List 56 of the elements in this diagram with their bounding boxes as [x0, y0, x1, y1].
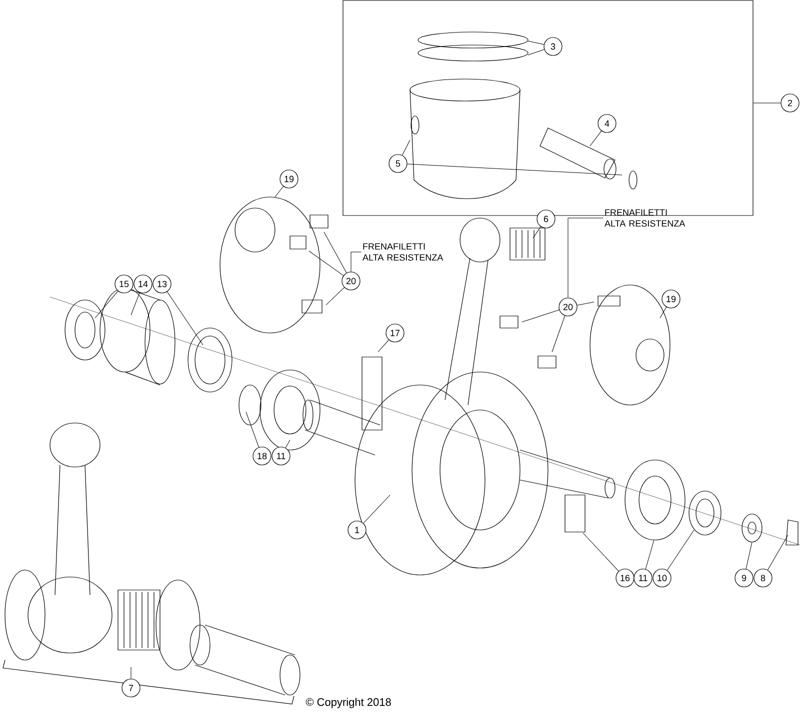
leader-line: [246, 412, 260, 448]
callout-number: 11: [634, 568, 652, 588]
callout-number: 17: [386, 324, 404, 342]
leader-line: [753, 102, 781, 104]
callout-number: 19: [280, 170, 298, 188]
leader-line: [407, 164, 622, 176]
note-text: FRENAFILETTI ALTA RESISTENZA: [604, 209, 686, 227]
leader-line: [645, 540, 654, 570]
callout-number: 9: [734, 568, 754, 588]
copyright-note: © Copyright 2018: [306, 698, 391, 708]
callout-number: 8: [754, 568, 772, 588]
leader-line: [522, 310, 560, 322]
callout-number: 14: [134, 274, 152, 294]
leader-line: [350, 252, 362, 272]
callout-number: 16: [616, 568, 634, 588]
leader-line: [590, 130, 602, 146]
leader-line: [666, 530, 694, 571]
leader-line: [166, 291, 204, 346]
leader-line: [660, 306, 667, 318]
leader-line: [576, 302, 594, 306]
leader-line: [274, 186, 284, 198]
callout-number: 19: [662, 290, 680, 308]
callout-number: 20: [342, 272, 360, 290]
leader-line: [532, 226, 541, 238]
callout-number: 18: [252, 446, 272, 466]
callout-number: 13: [152, 274, 172, 294]
callout-number: 1: [348, 520, 366, 540]
leader-line: [130, 666, 132, 679]
callout-number: 11: [272, 446, 290, 466]
leader-line: [94, 290, 118, 318]
leader-line: [308, 250, 344, 276]
callout-number: 4: [598, 114, 616, 133]
callout-number: 6: [536, 210, 556, 228]
leader-line: [326, 287, 345, 306]
callout-number: 20: [558, 298, 578, 316]
leader-line: [285, 440, 290, 448]
leader-line: [552, 316, 566, 352]
leader-line: [130, 292, 140, 316]
note-text: FRENAFILETTI ALTA RESISTENZA: [362, 243, 444, 261]
leader-line: [746, 542, 752, 570]
leader-line: [324, 232, 347, 274]
callout-number: 2: [780, 94, 800, 112]
leader-line: [363, 494, 390, 524]
leader-line: [568, 218, 604, 298]
callout-number: 5: [388, 154, 408, 173]
leader-line: [402, 140, 410, 156]
leader-line: [378, 340, 390, 352]
leader-line: [582, 532, 619, 572]
callout-number: 10: [652, 568, 672, 588]
group-frame: [342, 0, 754, 216]
callout-number: 15: [114, 274, 134, 294]
callout-number: 3: [544, 37, 562, 56]
leader-line: [767, 534, 788, 570]
leader-line: [528, 49, 544, 56]
leader-line: [528, 40, 544, 45]
callout-number: 7: [122, 678, 140, 698]
